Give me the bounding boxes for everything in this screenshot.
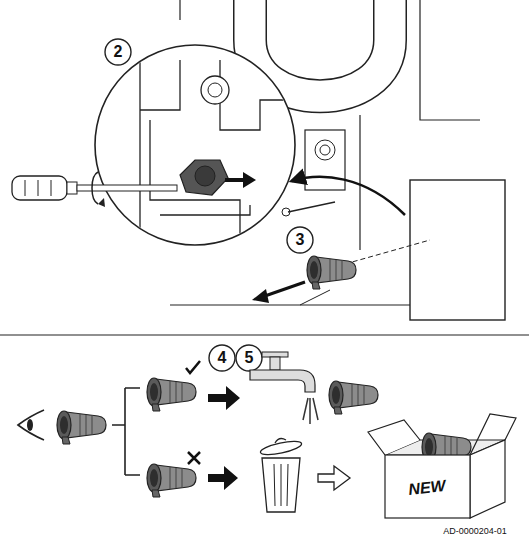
siphon [57,411,106,444]
callout-number: 2 [114,44,123,60]
callout-circle [105,39,131,65]
step-arrow [318,466,350,490]
box-marking: NEW [408,478,447,498]
separator-line [0,334,529,335]
siphon-ok [147,361,200,411]
callout-number: 5 [245,350,254,366]
detail-inset [95,45,300,245]
screwdriver [12,172,177,207]
siphon [252,256,356,303]
callout-circle [287,227,313,253]
siphon-faulty [147,452,200,497]
waste-bin [259,439,302,512]
siphon [329,381,378,414]
callout-number: 4 [218,350,227,366]
callout-circle [209,345,235,371]
eye-symbol [18,410,44,440]
figure-reference: AD-0000204-01 [443,527,507,536]
pointer-arrow [292,177,405,215]
step-arrow [208,466,238,490]
step-arrow [208,386,240,410]
new-part-box [368,414,516,518]
branch-bracket [112,388,140,475]
callout-circle [236,345,262,371]
water-tap [250,352,318,424]
callout-number: 3 [296,232,305,248]
